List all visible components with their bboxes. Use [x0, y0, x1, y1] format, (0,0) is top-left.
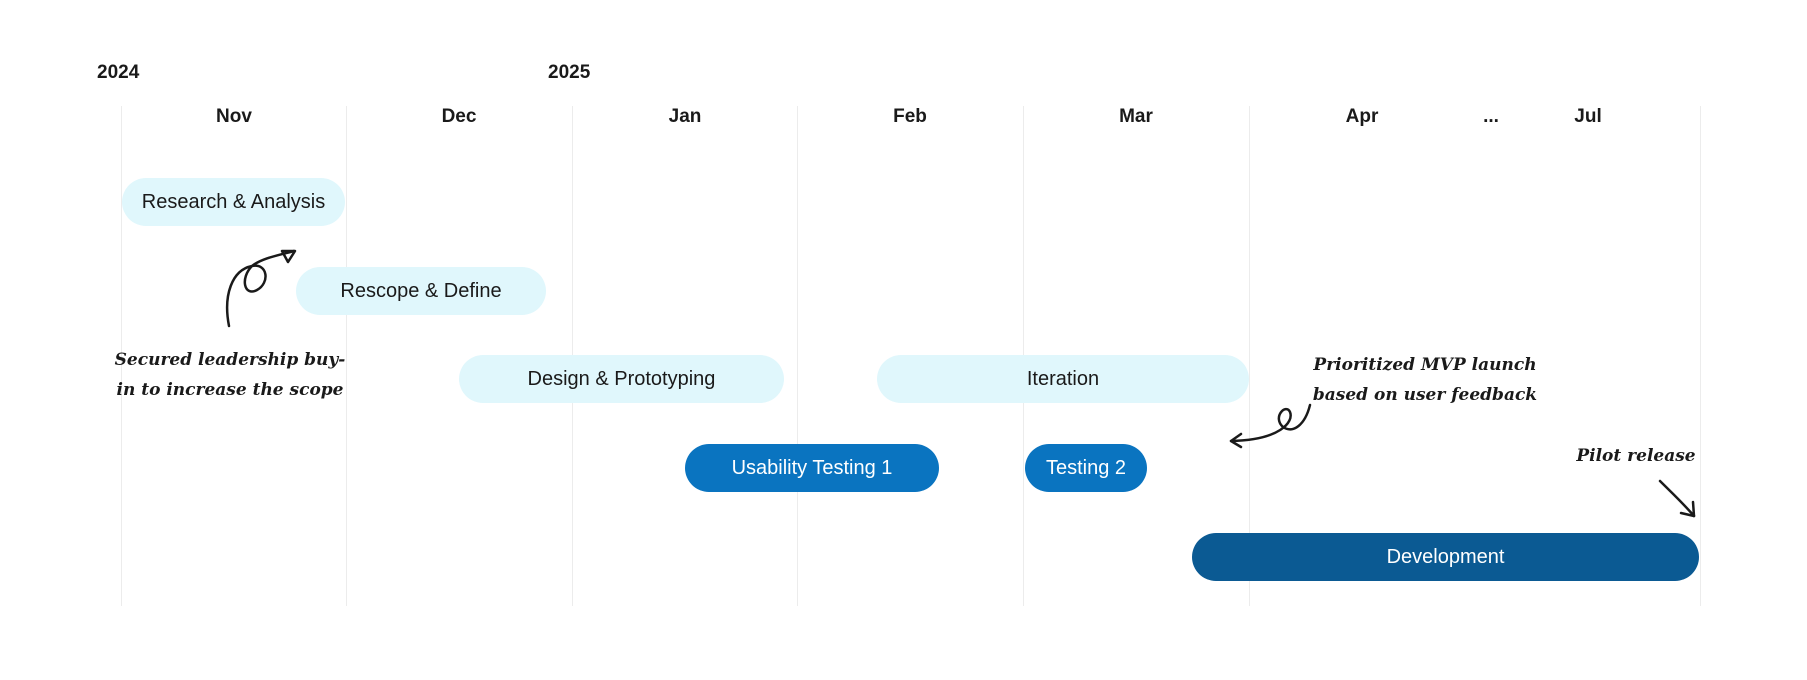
month-label-dec: Dec	[441, 106, 477, 127]
loop-arrow-icon	[1229, 403, 1312, 443]
month-label-jan: Jan	[668, 106, 702, 127]
task-testing-2[interactable]: Testing 2	[1025, 444, 1147, 492]
annotation-mvp-line-2: based on user feedback	[1312, 385, 1538, 405]
loop-arrow-icon	[225, 249, 296, 328]
annotation-leadership-buy-in: Secured leadership buy- in to increase t…	[112, 345, 348, 405]
month-label-jul: Jul	[1574, 106, 1602, 127]
task-development[interactable]: Development	[1192, 533, 1699, 581]
annotation-mvp-launch: Prioritized MVP launch based on user fee…	[1310, 350, 1540, 410]
month-label-nov: Nov	[216, 106, 252, 127]
month-label-feb: Feb	[893, 106, 927, 127]
task-design-prototyping[interactable]: Design & Prototyping	[459, 355, 784, 403]
task-research-analysis[interactable]: Research & Analysis	[122, 178, 345, 226]
year-label-2024: 2024	[97, 62, 140, 83]
curved-arrow-icon	[1658, 479, 1696, 518]
gridline	[1249, 106, 1250, 606]
task-rescope-define[interactable]: Rescope & Define	[296, 267, 546, 315]
annotation-pilot-release: Pilot release	[1576, 446, 1696, 466]
gridline	[121, 106, 122, 606]
gridline	[346, 106, 347, 606]
task-iteration[interactable]: Iteration	[877, 355, 1249, 403]
annotation-leadership-line-2: in to increase the scope	[116, 380, 344, 400]
arrowhead-icon	[1679, 500, 1696, 518]
arrowhead-icon	[280, 249, 297, 264]
gridline	[797, 106, 798, 606]
task-usability-testing-1[interactable]: Usability Testing 1	[685, 444, 939, 492]
month-label-mar: Mar	[1119, 106, 1153, 127]
year-label-2025: 2025	[548, 62, 591, 83]
annotation-mvp-line-1: Prioritized MVP launch	[1313, 355, 1537, 375]
gridline	[1700, 106, 1701, 606]
annotation-leadership-line-1: Secured leadership buy-	[114, 350, 346, 370]
arrowhead-icon	[1229, 432, 1243, 449]
month-label-apr: Apr	[1345, 106, 1379, 127]
month-label-ellipsis: ...	[1483, 106, 1499, 127]
